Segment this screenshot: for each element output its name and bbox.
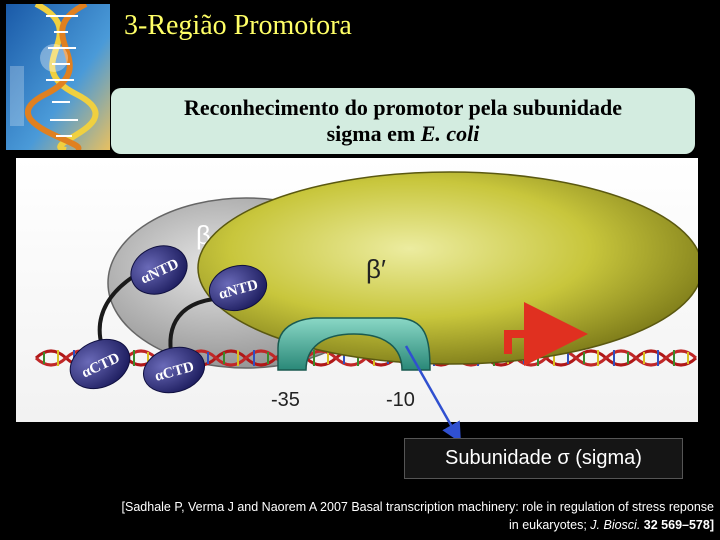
citation-journal: J. Biosci.: [590, 518, 641, 532]
beta-prime-subunit: [197, 171, 698, 365]
citation: [Sadhale P, Verma J and Naorem A 2007 Ba…: [40, 498, 714, 534]
citation-part-2: in eukaryotes;: [509, 518, 591, 532]
subtitle-organism: E. coli: [420, 121, 480, 146]
subtitle-line-1: Reconhecimento do promotor pela subunida…: [183, 95, 622, 120]
dna-thumbnail-image: [6, 4, 110, 150]
alpha-ntd-1: [130, 245, 188, 295]
minus-35-label: -35: [271, 389, 300, 411]
subtitle-box: Reconhecimento do promotor pela subunida…: [111, 88, 695, 154]
alpha-ntd-2: [208, 264, 268, 312]
minus-10-label: -10: [386, 389, 415, 411]
sigma-subunit: [277, 317, 431, 371]
citation-volume: 32 569–578]: [640, 518, 714, 532]
alpha-ctd-1: [69, 338, 131, 390]
citation-line-2: in eukaryotes; J. Biosci. 32 569–578]: [40, 516, 714, 534]
beta-prime-label: β′: [366, 254, 386, 284]
subtitle-line-2-prefix: sigma em: [326, 121, 421, 146]
subtitle-line-2: sigma em E. coli: [111, 121, 695, 147]
sigma-subunit-caption: Subunidade σ (sigma): [404, 438, 683, 479]
citation-line-1: [Sadhale P, Verma J and Naorem A 2007 Ba…: [121, 500, 714, 514]
alpha-ctd-2: [143, 346, 205, 394]
sigma-pointer-arrow: [404, 345, 461, 443]
rna-polymerase-diagram: β β′: [16, 158, 698, 422]
transcription-start-arrow: [504, 302, 588, 366]
slide-title: 3-Região Promotora: [124, 10, 352, 41]
